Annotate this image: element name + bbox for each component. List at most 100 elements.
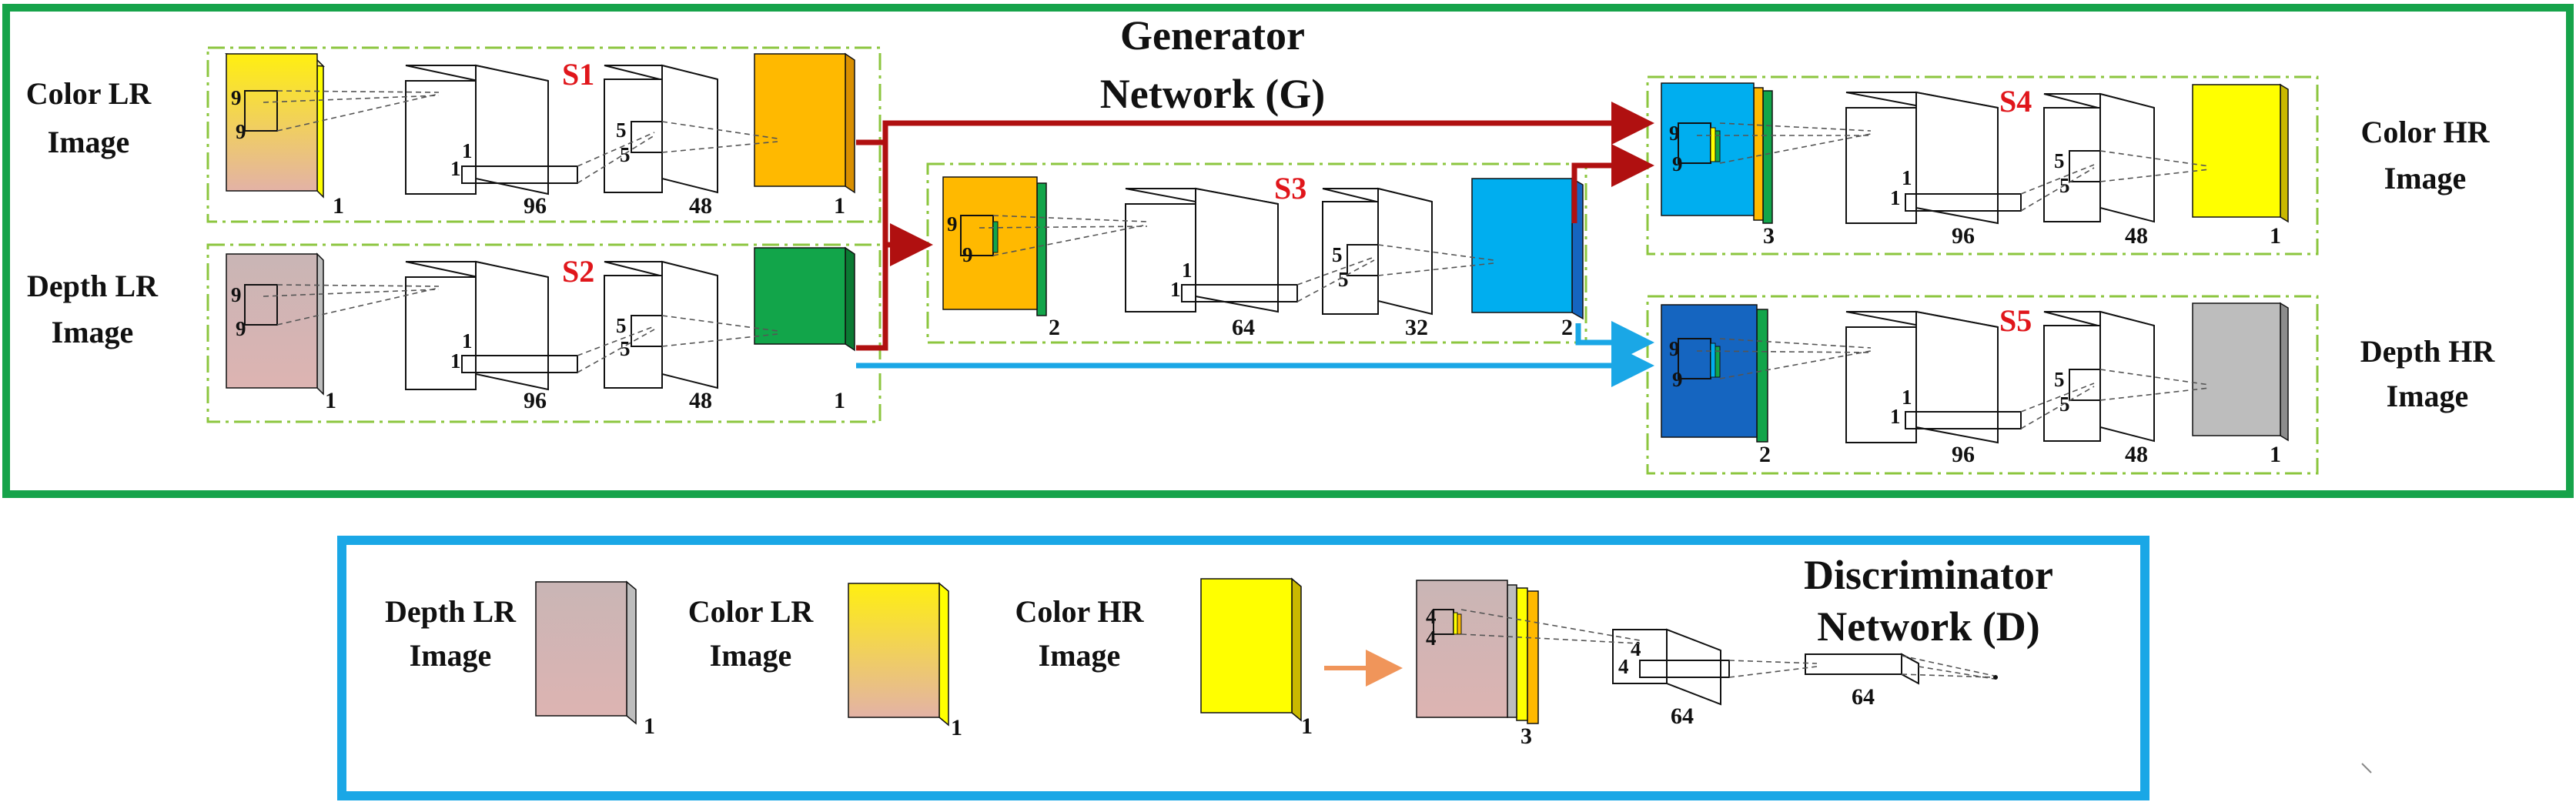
s5-input-slab-blue xyxy=(1661,304,1758,438)
s2-conv2-filters: 48 xyxy=(689,388,712,413)
depth-hr-output-label-line1: Depth HR xyxy=(2360,334,2496,369)
s5-conv1-filters: 96 xyxy=(1952,442,1975,467)
s4-conv1-k-b: 1 xyxy=(1890,186,1901,209)
s4-conv1-k-a: 1 xyxy=(1902,166,1912,189)
s5-kernel-a: 9 xyxy=(1669,337,1680,360)
discriminator-title-line1: Discriminator xyxy=(1804,552,2053,598)
depth-lr-input-label-line2: Image xyxy=(52,315,134,349)
disc-color-hr-slab-face xyxy=(1200,578,1293,713)
s1-output-channels: 1 xyxy=(834,193,845,219)
s2-output-channels: 1 xyxy=(834,388,845,413)
s4-input-slab-green xyxy=(1762,90,1773,224)
s4-conv2-k-a: 5 xyxy=(2054,149,2065,172)
s5-input-slab-green xyxy=(1756,309,1768,443)
s3-kernel-a: 9 xyxy=(947,212,958,236)
s1-output-slab-side xyxy=(845,52,855,194)
s4-input-slab-blue xyxy=(1661,82,1755,216)
s5-input-channels: 2 xyxy=(1759,442,1771,467)
disc-receptive-lines xyxy=(1460,609,1995,680)
s2-kernel-box xyxy=(244,284,278,326)
disc-color-lr-slab-side xyxy=(938,582,949,727)
stage-s1-label: S1 xyxy=(562,57,594,92)
s3-conv1-k-b: 1 xyxy=(1170,278,1181,301)
arrow-s1-to-s3 xyxy=(856,139,933,266)
s1-conv1-k-a: 1 xyxy=(462,139,473,162)
s2-input-channels: 1 xyxy=(325,388,336,413)
disc-conv2: 64 xyxy=(1805,653,1919,710)
s1-kernel-box xyxy=(244,90,278,132)
disc-depth-lr-slab-face xyxy=(535,581,627,717)
s1-receptive-lines xyxy=(263,90,778,184)
s5-receptive-lines xyxy=(1696,338,2210,429)
s5-kernel-b: 9 xyxy=(1672,368,1683,391)
s1-conv2-kernel xyxy=(631,121,663,153)
s4-kernel-b: 9 xyxy=(1672,152,1683,175)
s3-conv2-k-b: 5 xyxy=(1338,268,1349,291)
s1-conv1-kernel xyxy=(461,165,578,184)
discriminator-title-line2: Network (D) xyxy=(1817,603,2039,650)
s2-conv1-front xyxy=(405,276,477,390)
disc-stack-slab-gray xyxy=(1507,584,1517,718)
s5-conv1-side xyxy=(1915,310,1999,444)
corner-mark xyxy=(2361,763,2372,774)
s2-conv1-filters: 96 xyxy=(524,388,547,413)
stage-s5: S5 9 9 2 1 1 96 5 5 48 1 xyxy=(1646,295,2319,475)
discriminator-frame xyxy=(337,536,2149,800)
s3-conv1-front xyxy=(1125,203,1196,312)
s2-conv1-side xyxy=(475,260,549,391)
disc-color-lr-label-line1: Color LR xyxy=(688,594,815,629)
s3-conv2-front xyxy=(1322,201,1379,315)
s1-output-slab-face xyxy=(754,53,846,187)
s3-output-slab-face xyxy=(1471,178,1573,313)
s1-conv1-side xyxy=(475,64,549,195)
s3-conv1-side xyxy=(1195,187,1279,313)
disc-stack-slab-yellow2 xyxy=(1527,590,1539,724)
s3-conv2-kernel xyxy=(1347,244,1379,276)
stage-s2: S2 9 9 1 1 1 96 5 5 48 1 xyxy=(206,243,882,423)
stage-s2-label: S2 xyxy=(562,254,594,289)
s4-conv2-filters: 48 xyxy=(2125,223,2148,249)
s3-kernel-b: 9 xyxy=(962,243,973,266)
s1-conv2-k-a: 5 xyxy=(616,119,627,142)
disc-depth-lr-label-line2: Image xyxy=(410,638,492,673)
arrow-s3-to-s5 xyxy=(1575,321,1654,364)
s5-output-channels: 1 xyxy=(2270,442,2281,467)
s2-output-slab-side xyxy=(845,246,855,352)
s2-kernel-b: 9 xyxy=(236,317,246,340)
disc-conv2-front xyxy=(1805,653,1902,675)
disc-color-hr-label-line1: Color HR xyxy=(1015,594,1144,629)
disc-stack-channels: 3 xyxy=(1521,723,1532,749)
s5-output-slab-face xyxy=(2192,302,2281,436)
depth-lr-input-label-line1: Depth LR xyxy=(27,269,159,303)
s3-input-slab-green xyxy=(1036,182,1047,316)
disc-output-node xyxy=(1993,675,1998,680)
disc-conv2-filters: 64 xyxy=(1852,684,1875,710)
s4-input-channels: 3 xyxy=(1763,223,1775,249)
color-lr-input-label-line2: Image xyxy=(48,125,130,159)
stage-s5-label: S5 xyxy=(1999,303,2032,338)
stage-s1-frame xyxy=(206,46,882,223)
s2-receptive-lines xyxy=(263,284,778,373)
stage-s4-label: S4 xyxy=(1999,84,2032,119)
s1-conv1-k-b: 1 xyxy=(450,157,461,180)
disc-depth-lr-label-line1: Depth LR xyxy=(385,594,517,629)
s5-conv1-k-b: 1 xyxy=(1890,405,1901,428)
disc-kernel-b: 4 xyxy=(1426,627,1437,650)
s2-conv1-kernel xyxy=(461,355,578,373)
s2-conv1-k-b: 1 xyxy=(450,349,461,373)
stage-s3: S3 9 9 2 1 1 64 5 5 32 2 xyxy=(926,162,1587,344)
s4-conv2-front xyxy=(2043,107,2101,222)
s4-input-slab-yellow xyxy=(1753,87,1764,221)
s5-conv1-k-a: 1 xyxy=(1902,386,1912,409)
disc-depth-lr-slab-side xyxy=(626,580,637,725)
s1-kernel-a: 9 xyxy=(231,86,242,109)
disc-color-lr-label-line2: Image xyxy=(710,638,792,673)
arrow-s3-to-s4 xyxy=(1571,144,1654,223)
discriminator-inputs: Depth LR Image 1 Color LR Image 1 Color … xyxy=(385,577,1313,740)
generator-title-line1: Generator xyxy=(1120,12,1305,58)
s5-kernel-box-blue xyxy=(1710,343,1716,378)
s2-conv2-k-a: 5 xyxy=(616,314,627,337)
s4-kernel-box-yellow xyxy=(1710,127,1716,162)
s4-conv1-kernel xyxy=(1905,193,2022,212)
